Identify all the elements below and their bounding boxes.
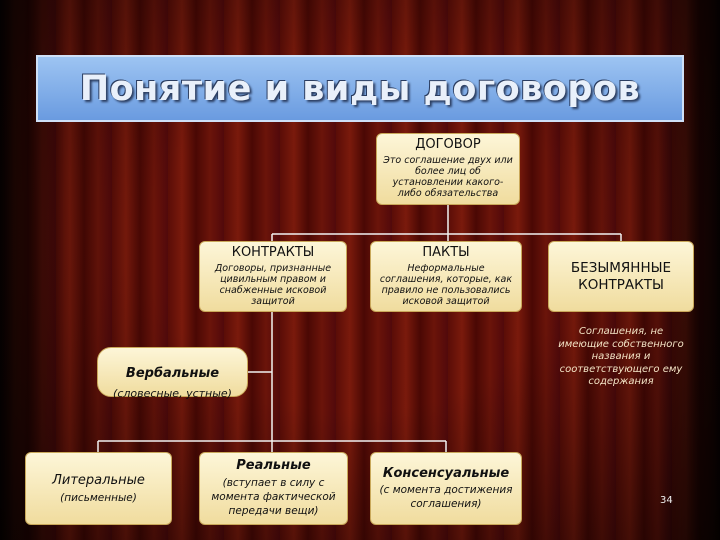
node-contracts-label: КОНТРАКТЫ xyxy=(231,245,315,260)
slide-number: 34 xyxy=(660,495,673,506)
node-literal-description: (письменные) xyxy=(60,492,137,504)
node-pacts: ПАКТЫ Неформальные соглашения, которые, … xyxy=(370,241,522,312)
node-unnamed-description: Соглашения, не имеющие собственного назв… xyxy=(558,326,684,387)
node-verbal: Вербальные xyxy=(97,347,248,397)
node-pacts-label: ПАКТЫ xyxy=(422,245,470,260)
node-contracts-description: Договоры, признанные цивильным правом и … xyxy=(214,263,332,307)
node-root-label: ДОГОВОР xyxy=(415,137,481,152)
node-unnamed-label: БЕЗЫМЯННЫЕ КОНТРАКТЫ xyxy=(570,259,672,293)
node-unnamed: БЕЗЫМЯННЫЕ КОНТРАКТЫ xyxy=(548,241,694,312)
node-real-label: Реальные xyxy=(236,458,311,473)
node-real-description: (вступает в силу с момента фактической п… xyxy=(211,477,336,517)
node-consensual-label: Консенсуальные xyxy=(382,466,510,481)
node-real: Реальные (вступает в силу с момента факт… xyxy=(199,452,348,525)
title-banner: Понятие и виды договоров xyxy=(36,55,684,122)
node-root: ДОГОВОР Это соглашение двух или более ли… xyxy=(376,133,520,205)
node-consensual: Консенсуальные (с момента достижения сог… xyxy=(370,452,522,525)
node-pacts-description: Неформальные соглашения, которые, как пр… xyxy=(379,263,513,307)
node-verbal-label: Вербальные xyxy=(125,366,220,381)
page-title: Понятие и виды договоров xyxy=(79,68,641,109)
node-verbal-description: (словесные, устные) xyxy=(113,387,232,400)
node-contracts: КОНТРАКТЫ Договоры, признанные цивильным… xyxy=(199,241,347,312)
node-consensual-description: (с момента достижения соглашения) xyxy=(379,484,513,510)
node-literal-label: Литеральные xyxy=(52,473,145,488)
node-literal: Литеральные (письменные) xyxy=(25,452,172,525)
node-root-description: Это соглашение двух или более лиц об уст… xyxy=(383,155,513,199)
